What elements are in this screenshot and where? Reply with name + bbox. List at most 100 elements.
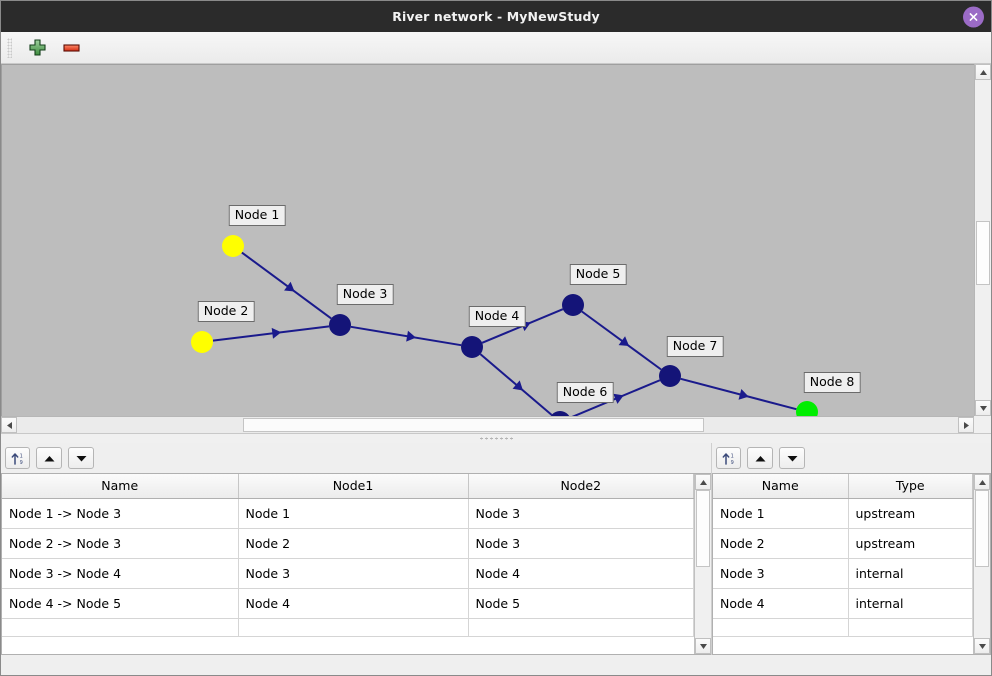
column-header-node1[interactable]: Node1 <box>238 474 469 499</box>
graph-node-node-4[interactable] <box>461 336 483 358</box>
canvas-vscroll-thumb[interactable] <box>976 220 990 285</box>
table-cell[interactable]: Node 3 <box>468 528 694 559</box>
graph-node-label-node-5[interactable]: Node 5 <box>569 264 627 285</box>
table-cell[interactable]: Node 1 -> Node 3 <box>2 498 239 529</box>
table-cell[interactable]: Node 4 -> Node 5 <box>2 588 239 619</box>
graph-node-node-5[interactable] <box>562 294 584 316</box>
graph-node-node-8[interactable] <box>796 401 818 416</box>
nodes-arrow-down-icon[interactable] <box>779 447 805 469</box>
table-cell[interactable]: upstream <box>848 528 973 559</box>
scroll-left-icon[interactable] <box>1 417 17 433</box>
nodes-scroll-up-icon[interactable] <box>974 474 990 490</box>
table-cell[interactable]: Node 1 <box>238 498 469 529</box>
nodes-arrow-up-icon[interactable] <box>747 447 773 469</box>
graph-node-node-1[interactable] <box>222 235 244 257</box>
nodes-scroll-down-icon[interactable] <box>974 638 990 654</box>
table-cell[interactable]: Node 2 <box>713 528 849 559</box>
canvas-vscroll-track[interactable] <box>975 80 991 400</box>
table-cell[interactable] <box>2 618 239 637</box>
table-cell[interactable]: Node 3 <box>238 558 469 589</box>
nodes-vscroll-thumb[interactable] <box>975 490 989 567</box>
table-cell[interactable] <box>713 618 849 637</box>
branches-scroll-up-icon[interactable] <box>695 474 711 490</box>
graph-node-node-6[interactable] <box>549 411 571 416</box>
scroll-up-icon[interactable] <box>975 64 991 80</box>
table-cell[interactable]: upstream <box>848 498 973 529</box>
graph-edge[interactable] <box>680 377 797 411</box>
table-cell[interactable]: Node 2 -> Node 3 <box>2 528 239 559</box>
graph-node-label-node-4[interactable]: Node 4 <box>468 306 526 327</box>
graph-edge[interactable] <box>241 251 332 320</box>
table-cell[interactable]: Node 4 <box>713 588 849 619</box>
column-header-name[interactable]: Name <box>2 474 239 499</box>
branches-scroll-down-icon[interactable] <box>695 638 711 654</box>
table-cell[interactable]: Node 3 <box>713 558 849 589</box>
remove-minus-icon[interactable] <box>60 37 82 59</box>
scroll-down-icon[interactable] <box>975 400 991 416</box>
table-cell[interactable]: Node 1 <box>713 498 849 529</box>
table-cell[interactable] <box>238 618 469 637</box>
graph-node-label-node-6[interactable]: Node 6 <box>556 382 614 403</box>
graph-node-label-node-2[interactable]: Node 2 <box>197 301 255 322</box>
column-header-node2[interactable]: Node2 <box>468 474 694 499</box>
graph-edge[interactable] <box>350 325 462 347</box>
canvas-hscroll-track[interactable] <box>17 417 958 433</box>
panel-splitter[interactable] <box>1 433 991 443</box>
column-header-type[interactable]: Type <box>848 474 973 499</box>
river-network-graph[interactable]: Node 1 Node 2 Node 3 Node 4 Node 5 Node 6 Node… <box>1 64 974 416</box>
table-cell[interactable]: Node 3 <box>468 498 694 529</box>
table-cell[interactable]: Node 4 <box>238 588 469 619</box>
branches-vertical-scrollbar[interactable] <box>694 474 711 654</box>
table-cell[interactable]: Node 4 <box>468 558 694 589</box>
table-cell[interactable] <box>468 618 694 637</box>
canvas-vertical-scrollbar[interactable] <box>974 64 991 416</box>
nodes-vertical-scrollbar[interactable] <box>973 474 990 654</box>
canvas-hscroll-thumb[interactable] <box>242 418 704 432</box>
canvas-horizontal-scrollbar[interactable] <box>1 416 974 433</box>
graph-edge[interactable] <box>570 379 661 416</box>
table-cell[interactable]: internal <box>848 558 973 589</box>
graph-edge[interactable] <box>212 325 330 342</box>
column-header-name[interactable]: Name <box>713 474 849 499</box>
graph-node-node-7[interactable] <box>659 365 681 387</box>
graph-node-label-node-8[interactable]: Node 8 <box>803 372 861 393</box>
table-cell[interactable]: Node 3 -> Node 4 <box>2 558 239 589</box>
branches-vscroll-thumb[interactable] <box>696 490 710 567</box>
graph-edge[interactable] <box>581 310 662 371</box>
table-row[interactable] <box>713 618 973 637</box>
nodes-sort-ascending-icon[interactable]: 1 9 <box>716 447 741 469</box>
arrow-up-icon[interactable] <box>36 447 62 469</box>
table-row[interactable] <box>2 618 694 637</box>
table-cell[interactable]: internal <box>848 588 973 619</box>
table-cell[interactable] <box>848 618 973 637</box>
graph-node-label-node-3[interactable]: Node 3 <box>336 284 394 305</box>
table-cell[interactable]: Node 2 <box>238 528 469 559</box>
graph-node-node-2[interactable] <box>191 331 213 353</box>
branches-vscroll-track[interactable] <box>695 490 711 638</box>
graph-edge[interactable] <box>479 353 553 416</box>
add-plus-icon[interactable] <box>26 37 48 59</box>
sort-ascending-icon[interactable]: 1 9 <box>5 447 30 469</box>
scroll-right-icon[interactable] <box>958 417 974 433</box>
nodes-vscroll-track[interactable] <box>974 490 990 638</box>
toolbar-drag-handle[interactable] <box>7 37 12 58</box>
table-cell[interactable]: Node 5 <box>468 588 694 619</box>
arrow-down-icon[interactable] <box>68 447 94 469</box>
graph-node-label-node-7[interactable]: Node 7 <box>666 336 724 357</box>
graph-node-label-node-1[interactable]: Node 1 <box>228 205 286 226</box>
close-icon[interactable] <box>963 6 984 27</box>
graph-node-node-3[interactable] <box>329 314 351 336</box>
network-canvas-area: Node 1 Node 2 Node 3 Node 4 Node 5 Node 6 Node… <box>1 64 991 433</box>
